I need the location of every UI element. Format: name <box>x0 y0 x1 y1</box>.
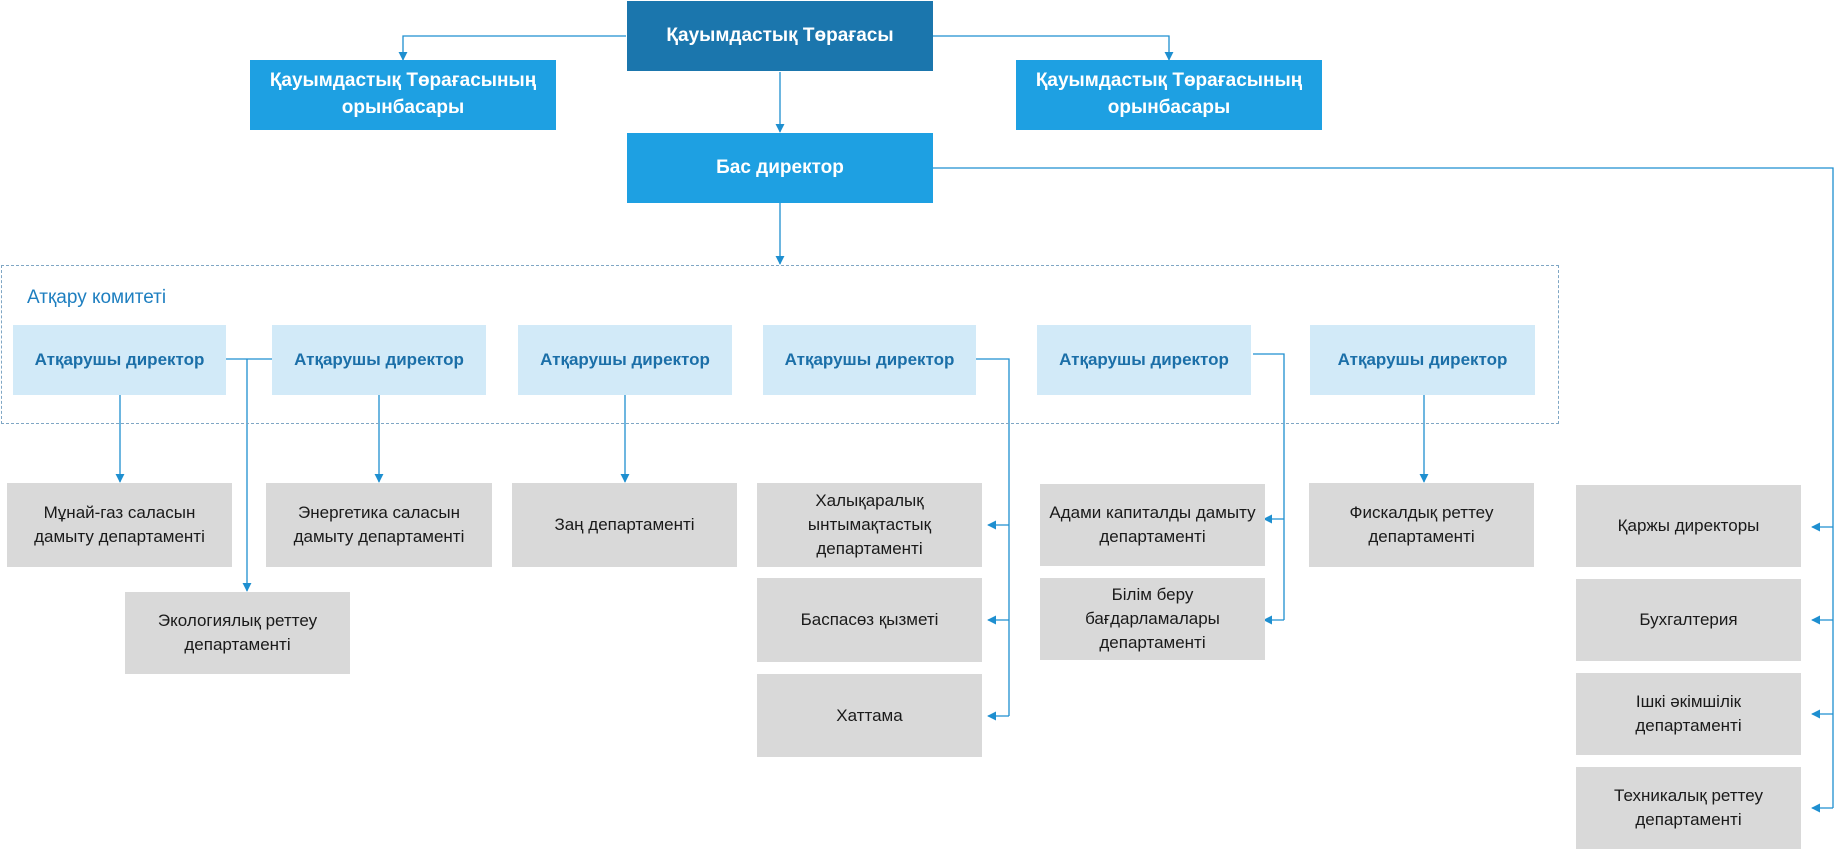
executive-committee-frame <box>1 265 1559 424</box>
exec-director-label: Атқарушы директор <box>1059 350 1229 370</box>
deputy-right-label: Қауымдастық Төрағасының орынбасары <box>1035 70 1303 118</box>
exec-director-label: Атқарушы директор <box>784 350 955 370</box>
dept-label: Бухгалтерия <box>1639 610 1738 630</box>
ceo-box: Бас директор <box>627 133 933 203</box>
dept-oil-gas: Мұнай-газ саласын дамыту департаменті <box>7 483 232 567</box>
dept-label: Ішкі әкімшілік департаменті <box>1635 692 1742 735</box>
dept-label: Қаржы директоры <box>1617 516 1760 536</box>
dept-press: Баспасөз қызметі <box>757 578 982 662</box>
connector-chair-deputy-right <box>933 35 1174 61</box>
deputy-left-box: Қауымдастық Төрағасының орынбасары <box>250 60 556 130</box>
dept-label: Заң департаменті <box>554 515 695 535</box>
deputy-left-label: Қауымдастық Төрағасының орынбасары <box>269 70 537 118</box>
dept-legal: Заң департаменті <box>512 483 737 567</box>
dept-education: Білім беру бағдарламалары департаменті <box>1040 578 1265 660</box>
dept-label: Адами капиталды дамыту департаменті <box>1049 503 1256 546</box>
exec-director-label: Атқарушы директор <box>34 350 205 370</box>
exec-director-2: Атқарушы директор <box>272 325 486 395</box>
exec-director-4: Атқарушы директор <box>763 325 976 395</box>
dept-energy: Энергетика саласын дамыту департаменті <box>266 483 492 567</box>
deputy-right-box: Қауымдастық Төрағасының орынбасары <box>1016 60 1322 130</box>
exec-director-1: Атқарушы директор <box>13 325 226 395</box>
exec-director-3: Атқарушы директор <box>518 325 732 395</box>
dept-label: Энергетика саласын дамыту департаменті <box>293 503 465 546</box>
dept-ecology: Экологиялық реттеу департаменті <box>125 592 350 674</box>
dept-protocol: Хаттама <box>757 674 982 757</box>
executive-committee-label: Атқару комитеті <box>27 287 167 308</box>
dept-technical: Техникалық реттеу департаменті <box>1576 767 1801 849</box>
dept-label: Хаттама <box>836 705 903 725</box>
dept-international: Халықаралық ынтымақтастық департаменті <box>757 483 982 567</box>
dept-label: Мұнай-газ саласын дамыту департаменті <box>34 503 205 546</box>
exec-director-5: Атқарушы директор <box>1037 325 1251 395</box>
dept-human-capital: Адами капиталды дамыту департаменті <box>1040 484 1265 566</box>
exec-director-label: Атқарушы директор <box>540 350 710 370</box>
dept-label: Техникалық реттеу департаменті <box>1614 786 1763 829</box>
dept-label: Білім беру бағдарламалары департаменті <box>1085 585 1220 652</box>
dept-label: Фискалдық реттеу департаменті <box>1349 503 1494 546</box>
chairman-box: Қауымдастық Төрағасы <box>627 1 933 71</box>
dept-cfo: Қаржы директоры <box>1576 485 1801 567</box>
dept-label: Экологиялық реттеу департаменті <box>157 611 318 654</box>
dept-fiscal: Фискалдық реттеу департаменті <box>1309 483 1534 567</box>
connector-chair-deputy-left <box>398 35 626 61</box>
dept-internal-admin: Ішкі әкімшілік департаменті <box>1576 673 1801 755</box>
dept-accounting: Бухгалтерия <box>1576 579 1801 661</box>
exec-director-label: Атқарушы директор <box>294 350 464 370</box>
dept-label: Баспасөз қызметі <box>800 610 939 630</box>
exec-director-6: Атқарушы директор <box>1310 325 1535 395</box>
exec-director-label: Атқарушы директор <box>1337 350 1508 370</box>
chairman-label: Қауымдастық Төрағасы <box>666 24 894 46</box>
ceo-label: Бас директор <box>716 156 844 178</box>
dept-label: Халықаралық ынтымақтастық департаменті <box>807 491 932 558</box>
